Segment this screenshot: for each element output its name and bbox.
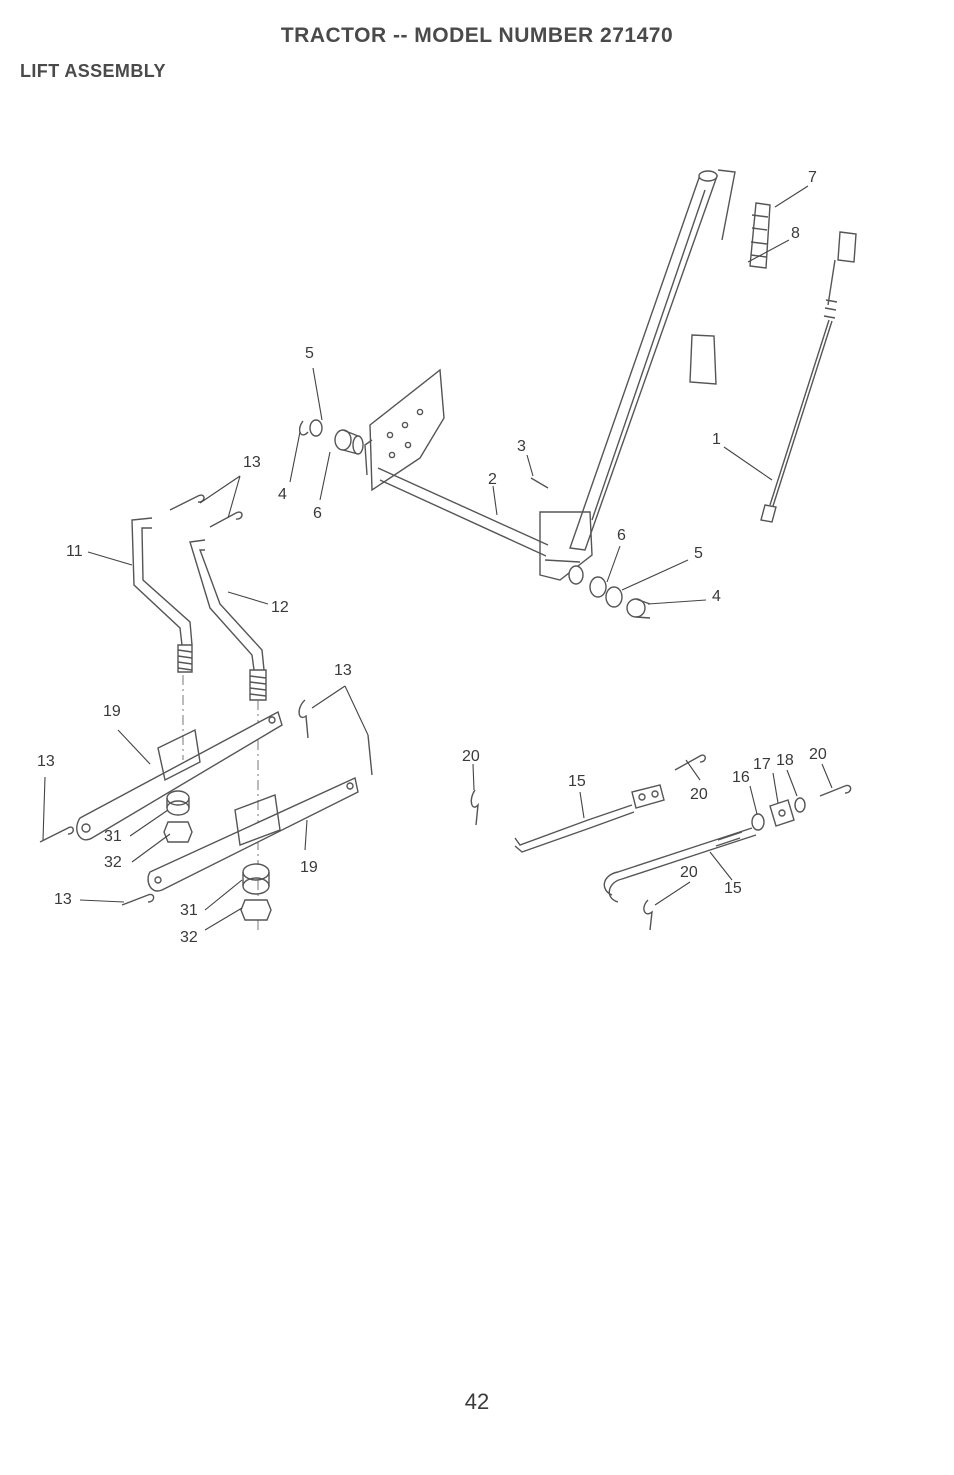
callout-20: 20 (680, 864, 698, 881)
lift-rod (760, 259, 838, 523)
callout-4: 4 (278, 486, 287, 503)
hairpin-clip-f (121, 893, 155, 906)
page-title: TRACTOR -- MODEL NUMBER 271470 (280, 24, 674, 47)
lift-handle (539, 169, 736, 581)
callout-20: 20 (690, 786, 708, 803)
lift-link-left (131, 517, 193, 673)
small-pin (530, 477, 549, 489)
callout-15: 15 (724, 880, 742, 897)
callout-17: 17 (753, 756, 771, 773)
washer-18 (794, 797, 806, 813)
hairpin-clip-a (169, 494, 205, 511)
spacer-lower (626, 598, 651, 619)
link-rod-lower (603, 827, 757, 903)
leader-lines (42, 185, 833, 931)
section-title: LIFT ASSEMBLY (20, 61, 166, 81)
hairpin-clip-d (367, 734, 373, 776)
callout-32: 32 (104, 854, 122, 871)
callout-13: 13 (334, 662, 352, 679)
washer-lower-b (605, 586, 623, 608)
nut-32-lower (240, 899, 272, 921)
hairpin-clip-i (819, 784, 852, 797)
jam-nut-16 (751, 813, 765, 831)
page-number: 42 (464, 1389, 490, 1414)
callout-labels: 7 8 1 2 3 5 4 6 13 11 12 6 5 4 13 19 13 … (37, 169, 827, 946)
grip-sleeve (837, 231, 857, 263)
callout-18: 18 (776, 752, 794, 769)
callout-11: 11 (66, 543, 83, 560)
handle-grip (749, 202, 771, 269)
callout-6: 6 (617, 527, 626, 544)
callout-31: 31 (180, 902, 198, 919)
callout-2: 2 (488, 471, 497, 488)
bushing-lower (568, 565, 584, 585)
callout-15: 15 (568, 773, 586, 790)
callout-13: 13 (37, 753, 55, 770)
callout-5: 5 (305, 345, 314, 362)
callout-20: 20 (462, 748, 480, 765)
callout-6: 6 (313, 505, 322, 522)
callout-16: 16 (732, 769, 750, 786)
callout-8: 8 (791, 225, 800, 242)
callout-19: 19 (300, 859, 318, 876)
lift-shaft (377, 467, 549, 557)
callout-12: 12 (271, 599, 289, 616)
hairpin-clip-upper (298, 420, 309, 436)
lift-link-right (189, 539, 267, 701)
callout-7: 7 (808, 169, 817, 186)
hairpin-clip-c (298, 699, 309, 739)
lift-arm-lower (147, 776, 359, 892)
callout-1: 1 (712, 431, 721, 448)
callout-19: 19 (103, 703, 121, 720)
callout-32: 32 (180, 929, 198, 946)
hairpin-clip-j (643, 899, 653, 931)
washer-upper (309, 419, 323, 437)
callout-13: 13 (243, 454, 261, 471)
washer-lower-a (589, 576, 607, 598)
callout-31: 31 (104, 828, 122, 845)
link-rod-upper (514, 784, 665, 853)
trunnion-17 (769, 799, 795, 827)
lift-arm-upper (76, 710, 283, 841)
bushing-31-upper (166, 790, 190, 816)
mounting-bracket (364, 368, 445, 492)
callout-13: 13 (54, 891, 72, 908)
nut-32-upper (163, 821, 193, 843)
hairpin-clip-b (209, 511, 243, 528)
callout-3: 3 (517, 438, 526, 455)
callout-5: 5 (694, 545, 703, 562)
bushing-31-lower (242, 863, 270, 895)
callout-4: 4 (712, 588, 721, 605)
hairpin-clip-h (674, 754, 706, 771)
hairpin-clip-e (39, 826, 74, 843)
bushing-upper (334, 429, 364, 455)
hairpin-clip-g (470, 789, 479, 826)
callout-20: 20 (809, 746, 827, 763)
